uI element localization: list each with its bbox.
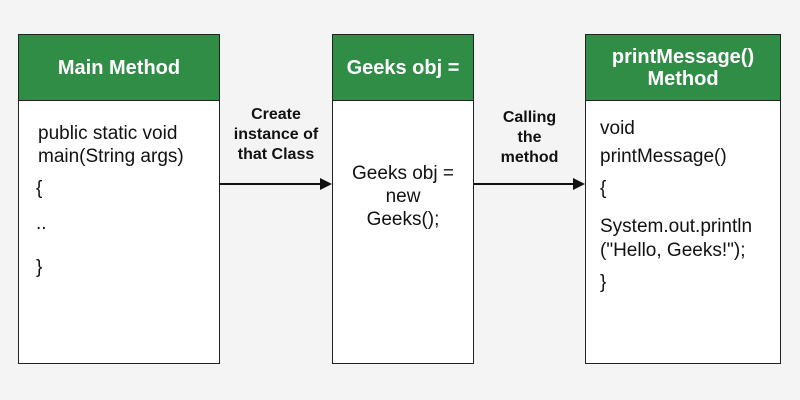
create-instance-label: Create instance of that Class — [220, 105, 332, 165]
print-code-line-6: } — [600, 272, 607, 293]
print-code-line-2: printMessage() — [600, 146, 727, 167]
main-code-line-3: { — [36, 178, 43, 199]
print-code-line-3: { — [600, 178, 607, 199]
geeks-object-box: Geeks obj = Geeks obj = new Geeks(); — [332, 34, 474, 364]
print-code-line-4: System.out.println — [600, 216, 753, 237]
geeks-code-line-2: new — [385, 186, 421, 207]
calling-method-arrow — [474, 178, 585, 190]
main-code-line-1: public static void — [38, 123, 178, 144]
main-code-line-2: main(String args) — [38, 146, 184, 167]
create-label-line-3: that Class — [237, 146, 315, 163]
geeks-object-header: Geeks obj = — [333, 35, 473, 101]
calling-label-line-3: method — [500, 149, 559, 166]
print-code-line-1: void — [600, 118, 635, 139]
geeks-code-line-3: Geeks(); — [366, 209, 440, 230]
create-label-line-1: Create — [251, 106, 301, 123]
print-message-header: printMessage() Method — [586, 35, 780, 101]
calling-label-line-2: the — [517, 129, 542, 146]
create-instance-arrow — [220, 178, 332, 190]
main-method-box: Main Method public static void main(Stri… — [18, 34, 220, 364]
main-code-line-5: } — [36, 257, 43, 278]
main-method-header: Main Method — [19, 35, 219, 101]
print-message-box: printMessage() Method void printMessage(… — [585, 34, 781, 364]
calling-label-line-1: Calling — [502, 109, 557, 126]
print-code-line-5: ("Hello, Geeks!"); — [600, 240, 746, 261]
print-message-header-line-1: printMessage() — [611, 45, 755, 68]
create-label-line-2: instance of — [233, 126, 319, 143]
calling-method-label: Calling the method — [474, 108, 585, 168]
main-code-line-4: .. — [36, 213, 47, 234]
print-message-header-line-2: Method — [647, 67, 719, 90]
geeks-code-line-1: Geeks obj = — [352, 163, 454, 184]
